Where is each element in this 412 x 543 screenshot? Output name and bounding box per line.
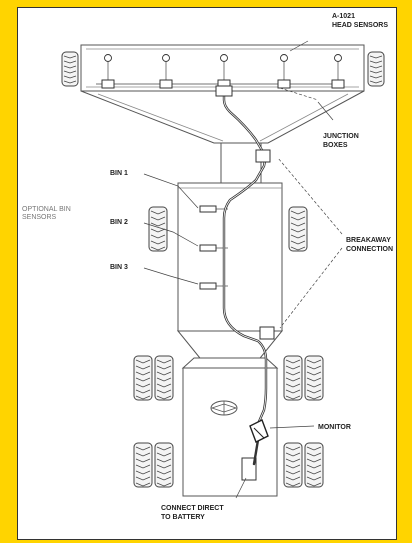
battery-label-line2: TO BATTERY bbox=[161, 514, 205, 521]
breakaway-connector-lower bbox=[259, 326, 275, 340]
junction-label-line1: JUNCTION bbox=[323, 133, 359, 140]
rear-tire-right-inner bbox=[283, 442, 303, 488]
head-sensor-5 bbox=[331, 54, 345, 89]
diagram-panel: A-1021 HEAD SENSORS JUNCTION BOXES OPTIO… bbox=[17, 7, 397, 540]
monitor-label: MONITOR bbox=[318, 424, 351, 431]
tractor-cab bbox=[133, 355, 324, 497]
sensor-cable bbox=[222, 86, 268, 466]
rear-tire-right-outer bbox=[304, 442, 324, 488]
bin1-label: BIN 1 bbox=[110, 170, 128, 177]
head-sensor-1 bbox=[101, 54, 115, 89]
bin-tire-right bbox=[288, 206, 308, 252]
breakaway-label-line1: BREAKAWAY bbox=[346, 237, 391, 244]
grain-bin bbox=[148, 182, 308, 369]
leader-monitor bbox=[269, 425, 315, 429]
leader-bin3 bbox=[143, 267, 199, 285]
rear-tire-left-inner bbox=[154, 442, 174, 488]
leader-breakaway-lower bbox=[279, 247, 343, 329]
head-sensor-4 bbox=[277, 54, 291, 89]
leader-bin1 bbox=[143, 173, 199, 209]
bin3-label: BIN 3 bbox=[110, 264, 128, 271]
steering-emblem bbox=[210, 400, 238, 416]
breakaway-label-line2: CONNECTION bbox=[346, 246, 393, 253]
head-tire-right bbox=[367, 51, 385, 87]
leader-junction bbox=[317, 101, 334, 121]
bin-sensor-3 bbox=[199, 282, 228, 290]
breakaway-connector-upper bbox=[255, 149, 271, 163]
head-sensors-label-line2: HEAD SENSORS bbox=[332, 22, 388, 29]
front-tire-right-inner bbox=[283, 355, 303, 401]
leader-head-sensors bbox=[289, 40, 309, 52]
head-tire-left bbox=[61, 51, 79, 87]
leader-breakaway-upper bbox=[277, 157, 343, 235]
head-sensor-array bbox=[96, 54, 345, 101]
battery bbox=[241, 457, 257, 481]
optional-bin-label-line1: OPTIONAL BIN bbox=[22, 206, 71, 213]
leader-battery bbox=[235, 477, 247, 499]
head-sensors-label-line1: A-1021 bbox=[332, 13, 355, 20]
bin2-label: BIN 2 bbox=[110, 219, 128, 226]
monitor-unit bbox=[249, 419, 269, 443]
optional-bin-label-line2: SENSORS bbox=[22, 214, 57, 221]
junction-label-line2: BOXES bbox=[323, 142, 348, 149]
front-tire-left-inner bbox=[154, 355, 174, 401]
front-tire-left-outer bbox=[133, 355, 153, 401]
head-sensor-2 bbox=[159, 54, 173, 89]
rear-tire-left-outer bbox=[133, 442, 153, 488]
combine-head bbox=[61, 44, 385, 184]
battery-label-line1: CONNECT DIRECT bbox=[161, 505, 224, 512]
junction-box-center bbox=[215, 85, 233, 97]
leader-bin2 bbox=[143, 222, 199, 247]
front-tire-right-outer bbox=[304, 355, 324, 401]
bin-sensor-2 bbox=[199, 244, 228, 252]
harvester-wiring-diagram: A-1021 HEAD SENSORS JUNCTION BOXES OPTIO… bbox=[22, 13, 393, 521]
